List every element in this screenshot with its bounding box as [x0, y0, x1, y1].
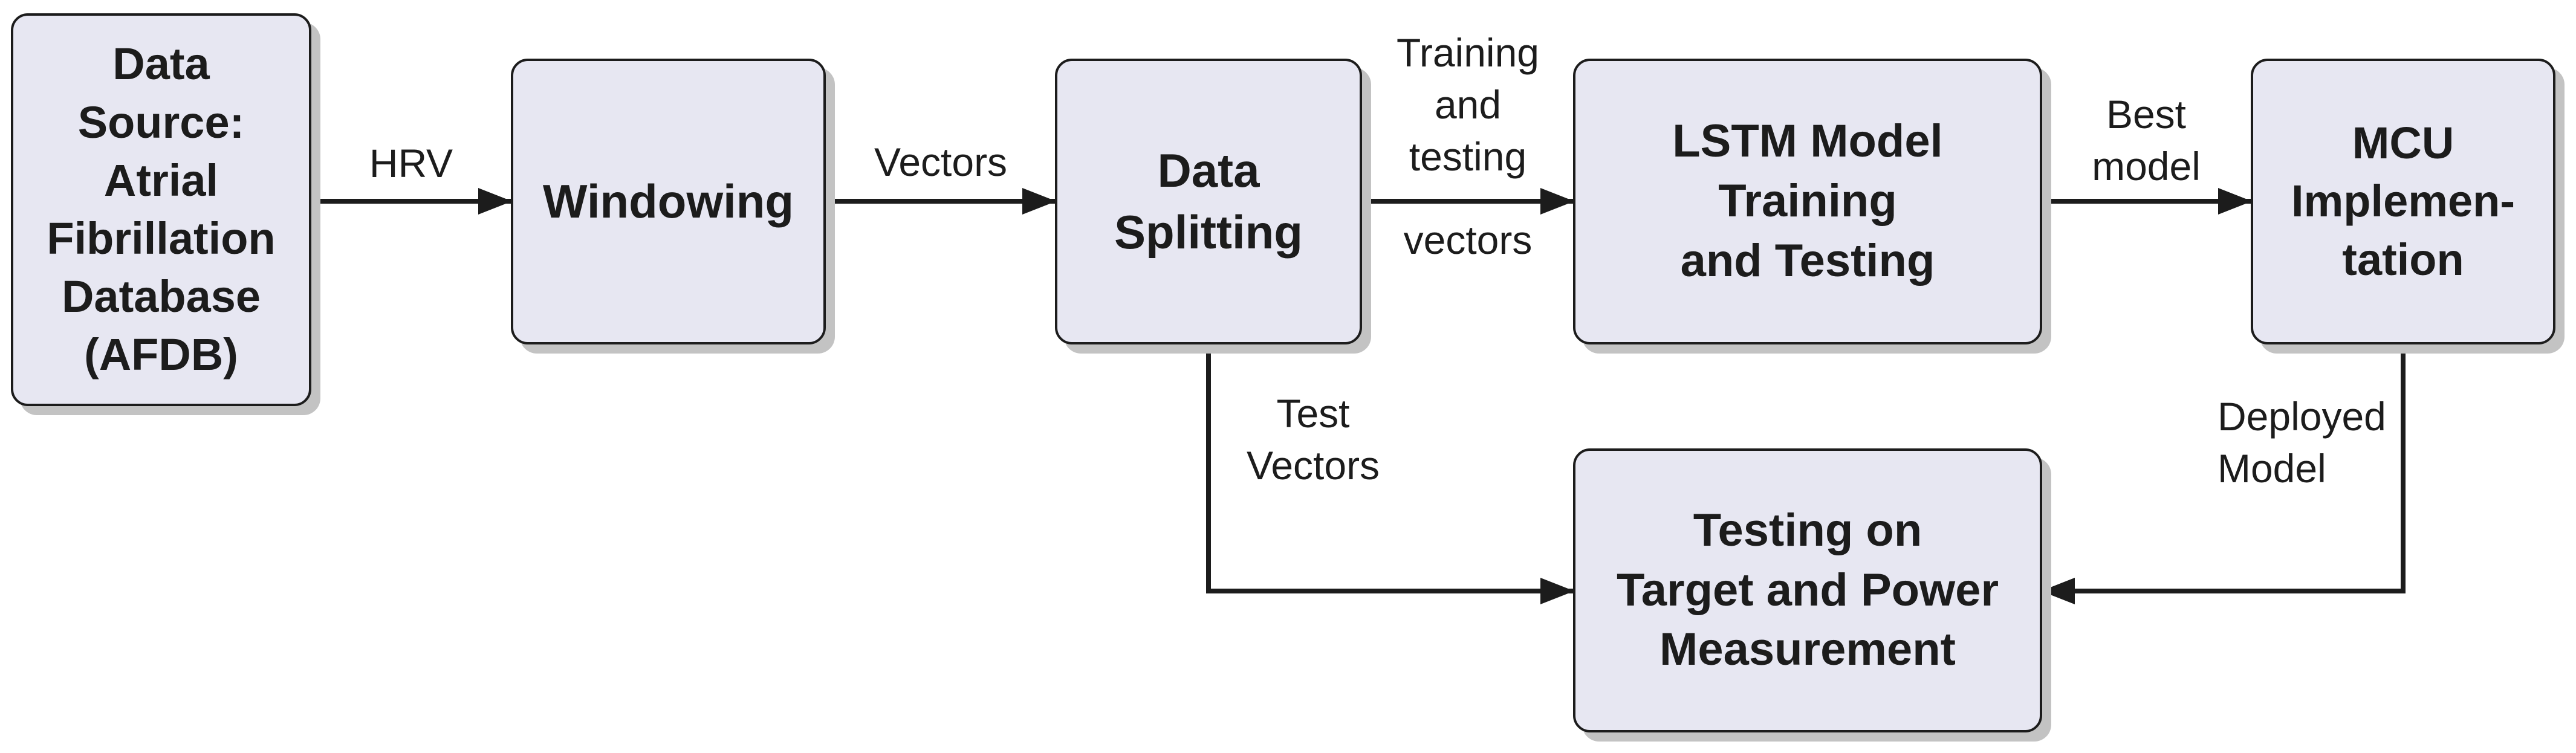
- node-line: Splitting: [1114, 205, 1303, 259]
- edge-label-best-model: Best model: [2055, 89, 2237, 193]
- edge-label-line: Vectors: [1246, 442, 1380, 488]
- edge-label-line: and: [1434, 82, 1502, 127]
- edge-label-vectors-below: vectors: [1371, 215, 1565, 267]
- edge-label-line: testing: [1409, 134, 1527, 179]
- node-line: Testing on: [1693, 504, 1922, 556]
- edge-label-line: Vectors: [874, 140, 1008, 184]
- node-line: Windowing: [542, 174, 794, 228]
- edge-label-test-vectors: Test Vectors: [1222, 388, 1404, 492]
- edge-label-line: model: [2092, 143, 2201, 189]
- node-line: MCU: [2352, 118, 2454, 169]
- edge-label-line: Best: [2106, 92, 2187, 137]
- node-data-source: Data Source: Atrial Fibrillation Databas…: [11, 13, 311, 406]
- node-line: Measurement: [1659, 624, 1956, 676]
- node-line: Fibrillation: [47, 213, 276, 263]
- node-line: Target and Power: [1616, 564, 1999, 616]
- node-line: tation: [2342, 234, 2464, 285]
- edge-label-line: HRV: [369, 141, 453, 186]
- node-windowing: Windowing: [511, 59, 826, 344]
- node-lstm-model-training: LSTM Model Training and Testing: [1573, 59, 2042, 344]
- edge-label-vectors: Vectors: [850, 137, 1031, 189]
- node-data-splitting: Data Splitting: [1055, 59, 1362, 344]
- edge-label-line: Test: [1276, 391, 1350, 436]
- edge-label-hrv: HRV: [320, 138, 502, 190]
- node-mcu-implementation: MCU Implemen- tation: [2251, 59, 2555, 344]
- node-testing-target-power: Testing on Target and Power Measurement: [1573, 448, 2042, 732]
- edge-label-training-and-testing: Training and testing: [1371, 27, 1565, 183]
- node-line: Atrial: [103, 155, 219, 205]
- edge-label-deployed-model: Deployed Model: [2218, 391, 2393, 495]
- node-line: Implemen-: [2291, 176, 2516, 227]
- arrow-test-vectors: [1206, 344, 1574, 604]
- node-line: Training: [1718, 175, 1897, 227]
- arrow-deployed-model: [2041, 344, 2406, 604]
- edge-label-line: Model: [2218, 445, 2326, 491]
- edge-label-line: Training: [1397, 30, 1539, 75]
- node-line: Source:: [77, 97, 245, 147]
- node-line: (AFDB): [84, 329, 238, 380]
- edge-label-line: Deployed: [2218, 394, 2386, 439]
- node-line: LSTM Model: [1672, 115, 1943, 167]
- node-line: Data: [112, 39, 210, 89]
- node-line: Database: [61, 271, 261, 322]
- edge-label-line: vectors: [1403, 218, 1533, 262]
- node-line: and Testing: [1680, 234, 1935, 286]
- node-line: Data: [1157, 144, 1260, 198]
